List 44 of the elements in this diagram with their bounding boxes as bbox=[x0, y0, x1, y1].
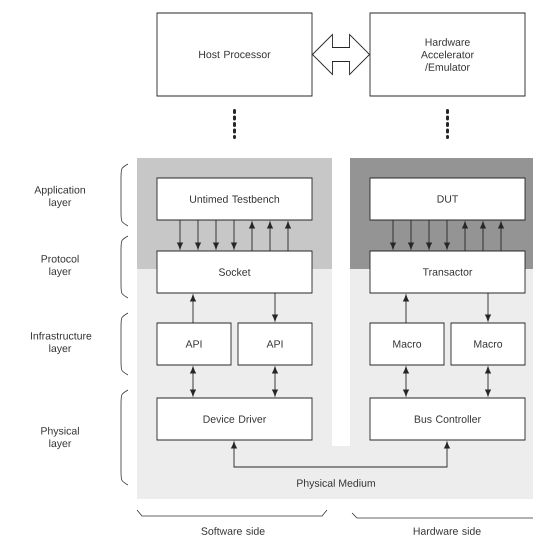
process-box: Device Driver bbox=[156, 398, 312, 440]
side-label: Hardware side bbox=[414, 527, 481, 535]
layer-label: Infrastructure layer bbox=[30, 332, 92, 354]
arrow bbox=[485, 293, 491, 322]
arrow bbox=[267, 222, 273, 251]
process-box: API bbox=[156, 322, 232, 366]
arrow bbox=[444, 220, 450, 250]
arrow bbox=[403, 294, 409, 323]
arrow bbox=[285, 222, 291, 251]
arrow bbox=[177, 220, 183, 250]
process-box: Macro bbox=[450, 322, 526, 366]
arrow bbox=[231, 220, 237, 250]
arrow bbox=[272, 293, 278, 322]
arrow bbox=[190, 294, 196, 323]
layer-label: Protocol layer bbox=[42, 254, 79, 278]
process-box: Macro bbox=[370, 322, 444, 366]
dotted-line bbox=[233, 108, 236, 140]
process-box: Socket bbox=[156, 250, 312, 294]
process-box: Hardware Accelerator /Emulator bbox=[370, 12, 526, 96]
dotted-line bbox=[446, 108, 449, 140]
arrow bbox=[190, 366, 196, 396]
arrow bbox=[213, 220, 219, 250]
arrow bbox=[498, 222, 504, 251]
layer-label: Physical layer bbox=[41, 426, 79, 450]
arrow bbox=[195, 220, 201, 250]
process-box: Untimed Testbench bbox=[156, 178, 312, 220]
arrow bbox=[249, 222, 255, 251]
arrow bbox=[462, 222, 468, 251]
process-box: DUT bbox=[370, 178, 526, 220]
arrow bbox=[408, 220, 414, 250]
arrow bbox=[403, 366, 409, 396]
arrow bbox=[272, 366, 278, 396]
layer-label: Application layer bbox=[34, 186, 85, 208]
process-box: Transactor bbox=[370, 250, 526, 294]
process-box: API bbox=[238, 322, 312, 366]
edge-label: Physical Medium bbox=[295, 478, 377, 490]
arrow bbox=[390, 220, 396, 250]
arrow bbox=[231, 442, 450, 468]
arrow bbox=[485, 366, 491, 396]
arrow bbox=[480, 222, 486, 251]
process-box: Bus Controller bbox=[370, 398, 526, 440]
process-box: Host Processor bbox=[156, 12, 312, 96]
side-label: Software side bbox=[201, 527, 265, 535]
arrow bbox=[426, 220, 432, 250]
